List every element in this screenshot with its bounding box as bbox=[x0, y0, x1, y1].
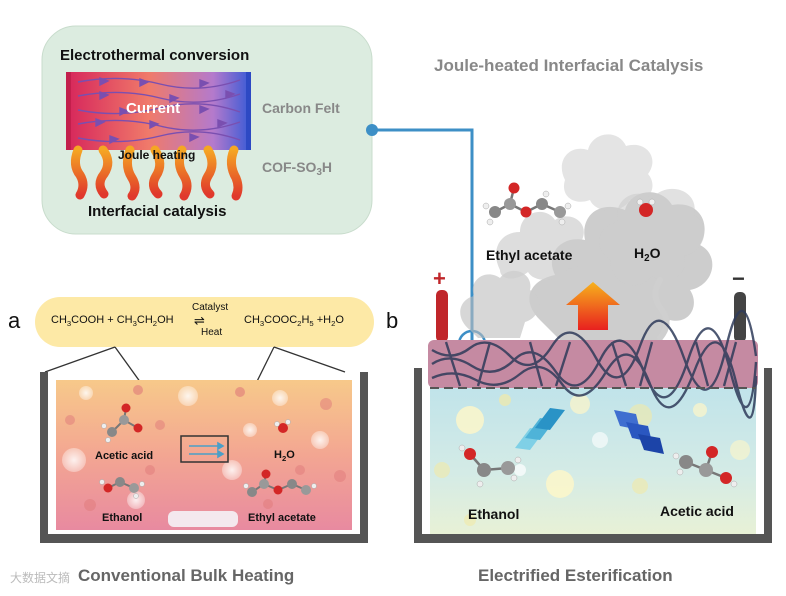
electrified-bubbles bbox=[434, 394, 750, 526]
callout-footer: Interfacial catalysis bbox=[88, 203, 227, 220]
title-top: Joule-heated Interfacial Catalysis bbox=[434, 56, 704, 75]
equation-pill bbox=[35, 297, 374, 347]
molecule-acetic-b bbox=[672, 446, 738, 488]
molecule-water-a bbox=[274, 419, 291, 433]
equation-reactants: CH3COOH + CH3CH2OH bbox=[51, 314, 174, 328]
negative-electrode bbox=[734, 292, 746, 342]
molecule-ethanol-b bbox=[458, 444, 522, 488]
electrode-minus-sign: − bbox=[732, 266, 745, 291]
callout-current-label: Current bbox=[126, 100, 181, 117]
equation-catalyst: Catalyst bbox=[192, 302, 229, 313]
label-acetic-acid-b: Acetic acid bbox=[660, 503, 734, 519]
equation-arrows: ⇌ bbox=[194, 313, 205, 328]
zoom-line-right bbox=[273, 346, 346, 373]
heat-arrow-up bbox=[566, 282, 620, 330]
bulk-bath-liquid bbox=[56, 380, 352, 530]
label-ethanol-b: Ethanol bbox=[468, 506, 520, 522]
felt-left-electrode bbox=[66, 72, 71, 150]
panel-letter-a: a bbox=[8, 308, 21, 333]
label-acetic-acid-a: Acetic acid bbox=[95, 450, 154, 462]
molecule-ethyl-acetate-a bbox=[243, 469, 317, 497]
molecule-water-b bbox=[636, 198, 656, 217]
felt-layer bbox=[428, 340, 758, 388]
electrode-plus-sign: + bbox=[433, 266, 446, 291]
felt-right-electrode bbox=[246, 72, 251, 150]
current-arrows bbox=[77, 76, 241, 145]
callout-carbon-felt-label: Carbon Felt bbox=[262, 100, 340, 116]
chevrons-left bbox=[515, 408, 565, 450]
felt-fibers bbox=[431, 309, 758, 419]
panel-letter-b: b bbox=[386, 308, 399, 333]
equation-products: CH3COOC2H5 +H2O bbox=[244, 314, 344, 328]
molecule-ethanol-a bbox=[99, 477, 145, 499]
callout-joule-label: Joule heating bbox=[118, 148, 196, 162]
label-water-a: H2O bbox=[274, 449, 295, 463]
steam-wisp bbox=[652, 277, 670, 341]
caption-panel-a: Conventional Bulk Heating bbox=[78, 566, 295, 585]
zoom-box bbox=[180, 435, 229, 463]
chevrons-right bbox=[614, 410, 664, 454]
zoom-line-left bbox=[44, 346, 116, 373]
molecule-acetic-a bbox=[101, 403, 143, 443]
caption-panel-b: Electrified Esterification bbox=[478, 566, 673, 585]
cof-fingers bbox=[70, 145, 243, 201]
zoom-arrows bbox=[189, 441, 225, 459]
molecule-ethyl-acetate-b bbox=[482, 182, 572, 226]
callout-cof-label: COF-SO3H bbox=[262, 159, 333, 179]
positive-electrode bbox=[436, 290, 448, 342]
watermark: 大数据文摘 bbox=[10, 571, 71, 585]
bulk-stir-bar bbox=[168, 511, 238, 527]
label-water-b: H2O bbox=[634, 245, 661, 265]
equation-heat: Heat bbox=[201, 327, 223, 338]
bulk-bubbles bbox=[62, 385, 346, 511]
callout-heading: Electrothermal conversion bbox=[60, 47, 250, 64]
label-ethyl-acetate-a: Ethyl acetate bbox=[248, 512, 316, 524]
label-ethanol-a: Ethanol bbox=[102, 512, 143, 524]
label-ethyl-acetate-b: Ethyl acetate bbox=[486, 247, 573, 263]
